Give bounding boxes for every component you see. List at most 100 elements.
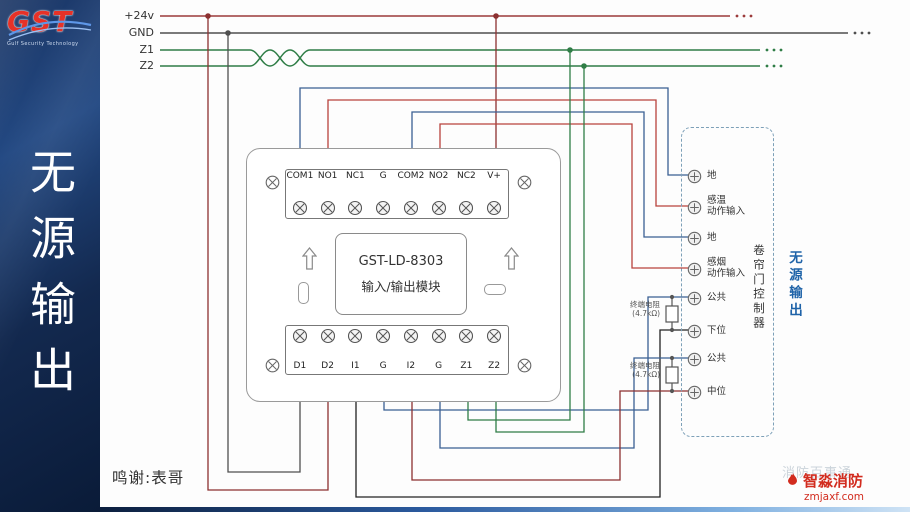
controller-terminal-row: 地 — [687, 165, 717, 187]
controller-terminal-label: 公共 — [707, 352, 727, 364]
controller-terminal-label: 感烟 动作输入 — [707, 257, 746, 279]
screw-terminal-icon — [687, 352, 702, 366]
terminal-resistor-label: 终端电阻 (4.7kΩ) — [630, 361, 660, 380]
wire-g1-to-common1 — [383, 296, 689, 411]
wire-i1-to-lower — [355, 329, 689, 498]
credit-text: 鸣谢:表哥 — [112, 469, 185, 487]
bottom-accent-bar — [100, 507, 910, 512]
wire-z1-to-bus — [467, 50, 571, 421]
controller-terminal-row: 感温 动作输入 — [687, 195, 746, 218]
terminal-label: NC2 — [457, 171, 476, 181]
mounting-hole-icon — [265, 175, 280, 190]
terminal-g: G — [425, 326, 453, 374]
gst-logo-tagline: Gulf Security Technology — [7, 41, 79, 47]
terminal-label: G — [379, 171, 387, 181]
up-arrow-icon — [504, 247, 519, 270]
controller-terminal-row: 下位 — [687, 320, 726, 342]
controller-terminal-label: 下位 — [707, 324, 727, 336]
screw-terminal-icon — [292, 200, 307, 216]
terminal-label: COM2 — [397, 171, 425, 181]
wire-no1-to-heat-input — [327, 99, 689, 207]
screw-terminal-icon — [687, 291, 702, 305]
mounting-hole-icon — [265, 358, 280, 373]
controller-box: 卷帘门控制器 地感温 动作输入地感烟 动作输入公共下位公共中位 — [681, 127, 774, 437]
watermark-site: zmjaxf.com — [804, 491, 865, 503]
terminal-no2: NO2 — [425, 170, 453, 218]
wire-z2-to-bus — [495, 66, 585, 433]
slot-horizontal — [484, 284, 506, 295]
watermark: 消防百事通 智淼消防 zmjaxf.com — [782, 466, 906, 503]
screw-terminal-icon — [687, 231, 702, 245]
terminal-g: G — [369, 170, 397, 218]
terminal-label: G — [379, 361, 387, 372]
flame-icon — [788, 472, 797, 485]
controller-terminal-row: 地 — [687, 227, 717, 249]
terminal-label: Z1 — [460, 361, 473, 372]
terminal-resistor-2 — [665, 358, 679, 391]
slot-vertical — [298, 282, 309, 304]
bus-label-24v: +24v — [124, 9, 154, 22]
screw-terminal-icon — [431, 328, 446, 344]
controller-terminal-label: 地 — [707, 231, 717, 243]
terminal-com2: COM2 — [397, 170, 425, 218]
terminal-label: I2 — [406, 361, 416, 372]
screw-terminal-icon — [687, 262, 702, 276]
module-type: 输入/输出模块 — [361, 278, 441, 294]
page-title-vertical: 无源输出 — [23, 148, 77, 412]
bus-label-gnd: GND — [128, 26, 154, 39]
screw-terminal-icon — [487, 328, 502, 344]
bus-label-z1: Z1 — [139, 43, 154, 56]
screw-terminal-icon — [431, 200, 446, 216]
gst-logo-swoosh-icon — [8, 20, 92, 41]
terminal-label: V+ — [487, 171, 501, 181]
terminal-label: D1 — [293, 361, 307, 372]
terminal-i2: I2 — [397, 326, 425, 374]
terminal-label: NO1 — [317, 171, 338, 181]
controller-terminal-row: 公共 — [687, 287, 726, 309]
wire-no2-to-smoke-input — [439, 123, 689, 269]
watermark-back-text: 消防百事通 — [782, 466, 853, 481]
controller-terminal-row: 中位 — [687, 381, 726, 403]
screw-terminal-icon — [320, 200, 335, 216]
gst-logo: GST Gulf Security Technology — [7, 5, 95, 47]
mounting-hole-icon — [517, 175, 532, 190]
terminal-no1: NO1 — [314, 170, 342, 218]
screw-terminal-icon — [459, 200, 474, 216]
controller-terminal-label: 公共 — [707, 291, 727, 303]
screw-terminal-icon — [687, 169, 702, 183]
terminal-label: Z2 — [488, 361, 501, 372]
screw-terminal-icon — [403, 200, 418, 216]
controller-terminal-label: 地 — [707, 169, 717, 181]
controller-terminal-label: 感温 动作输入 — [707, 195, 746, 217]
wire-g2-to-common2 — [439, 357, 689, 449]
terminal-label: NO2 — [428, 171, 449, 181]
watermark-brand: 智淼消防 — [803, 472, 864, 490]
terminal-com1: COM1 — [286, 170, 314, 218]
module-model: GST-LD-8303 — [358, 253, 444, 269]
terminal-vplus: V+ — [480, 170, 508, 218]
screw-terminal-icon — [687, 385, 702, 399]
screw-terminal-icon — [348, 200, 363, 216]
terminal-d2: D2 — [314, 326, 342, 374]
wire-com1-to-ground1 — [299, 87, 689, 176]
screw-terminal-icon — [687, 200, 702, 214]
screw-terminal-icon — [403, 328, 418, 344]
terminal-resistor-1 — [665, 297, 679, 330]
bus-z1-line — [160, 49, 760, 67]
screw-terminal-icon — [320, 328, 335, 344]
module-nameplate: GST-LD-8303 输入/输出模块 — [335, 233, 467, 315]
terminal-label: COM1 — [286, 171, 314, 181]
terminal-i1: I1 — [342, 326, 370, 374]
terminal-nc1: NC1 — [342, 170, 370, 218]
controller-terminal-row: 感烟 动作输入 — [687, 257, 746, 280]
bus-continuation-dots — [735, 14, 871, 68]
screw-terminal-icon — [376, 328, 391, 344]
screw-terminal-icon — [687, 324, 702, 338]
terminal-d1: D1 — [286, 326, 314, 374]
controller-terminal-label: 中位 — [707, 385, 727, 397]
wire-24v-to-d2 — [207, 16, 329, 491]
screw-terminal-icon — [292, 328, 307, 344]
